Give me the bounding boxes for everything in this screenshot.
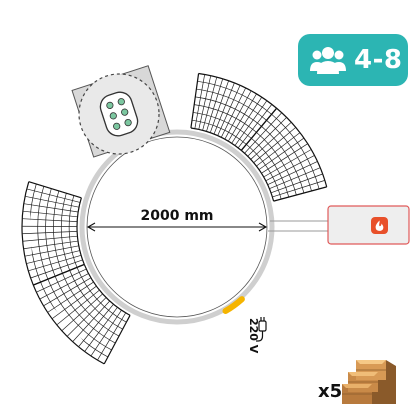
bench-slat-line: [51, 285, 97, 320]
bench-slat-line: [269, 167, 321, 190]
bench-slat-line: [234, 100, 268, 146]
electric-plug-icon: [256, 317, 267, 342]
bench-slat-line: [247, 117, 287, 157]
bench-slat-line: [198, 75, 212, 130]
bench-slat-line: [270, 173, 323, 194]
bench-slat-line: [30, 259, 83, 279]
filter-cartridge-icon: [99, 91, 139, 137]
bench-slat-line: [224, 90, 252, 140]
bench-slat-line: [213, 82, 235, 135]
bench-slat-line: [250, 122, 292, 160]
bench-slat-line: [78, 304, 114, 347]
bench-slat-line: [25, 195, 80, 208]
bench-slat-line: [39, 273, 89, 300]
bench-slat-line: [194, 74, 206, 129]
bench-slat-line: [244, 112, 282, 154]
bench-slat-line: [265, 155, 315, 182]
wooden-steps-icon: [342, 360, 396, 404]
heater-box: [327, 205, 410, 245]
bench-slat-line: [103, 315, 131, 365]
bench-slat-line: [22, 231, 78, 235]
bench-slat-line: [237, 104, 273, 149]
diameter-arrow-left: [86, 222, 96, 232]
diameter-arrow-right: [258, 222, 268, 232]
bench-slat-line: [267, 161, 318, 186]
bench-slat-line: [24, 245, 79, 257]
bench-slat-line: [72, 300, 110, 342]
bench-slat-line: [217, 85, 241, 136]
bench-slat-line: [190, 73, 200, 129]
bench-slat-line: [26, 188, 81, 203]
bench-slat-line: [23, 203, 79, 213]
bench-slat-line: [206, 78, 224, 132]
bench-slat-line: [47, 281, 94, 313]
bench-slat-line: [56, 289, 100, 326]
bench-slat-line: [209, 80, 229, 133]
power-connection-arc: [222, 296, 245, 315]
bench-arc-line: [190, 127, 242, 151]
bench-slat-line: [23, 240, 79, 250]
bench-slat-line: [258, 137, 305, 170]
bench-slat-line: [90, 309, 122, 357]
bench-slat-line: [263, 149, 312, 178]
fire-icon: [371, 217, 388, 234]
diameter-label: 2000 mm: [140, 208, 213, 224]
bench-slat-line: [22, 235, 78, 242]
bench-slat-line: [28, 181, 82, 199]
bench-slat-line: [256, 132, 301, 167]
bench-slat-line: [36, 268, 87, 293]
voltage-label: 220 V: [247, 318, 260, 354]
bench-slat-line: [97, 312, 127, 361]
bench-slat-line: [202, 77, 218, 131]
capacity-badge: 4-8: [298, 34, 408, 86]
bench-slat-line: [231, 97, 263, 144]
bench-slat-line: [28, 254, 82, 272]
bench-slat-line: [43, 277, 92, 307]
bench-slat-line: [26, 250, 80, 264]
bench-slat-line: [272, 180, 325, 198]
bench-slat-line: [33, 263, 85, 286]
capacity-label: 4-8: [354, 45, 403, 75]
steps-quantity-label: x5: [318, 381, 343, 402]
bench-slat-line: [240, 107, 278, 151]
bench-slat-line: [22, 210, 78, 218]
bench-slat-line: [84, 307, 118, 352]
bench-slat-line: [261, 143, 308, 174]
bench-slat-line: [220, 87, 246, 138]
people-group-icon: [310, 47, 346, 74]
bench-slat-line: [227, 93, 257, 142]
bench-slat-line: [273, 186, 327, 202]
bench-slat-line: [22, 218, 78, 222]
bench-slat-line: [253, 127, 296, 163]
bench-slat-line: [66, 297, 107, 337]
bench-slat-line: [61, 293, 103, 331]
